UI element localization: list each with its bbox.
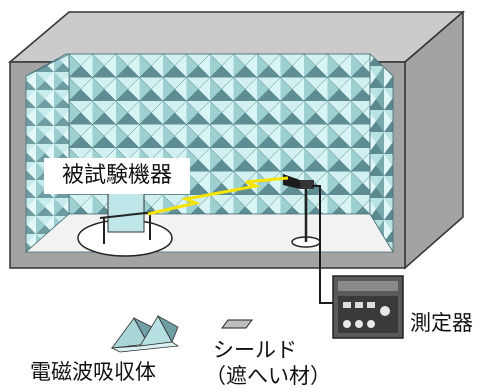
- instrument-screen: [338, 281, 398, 291]
- eut-label: 被試験機器: [44, 158, 190, 194]
- signal-path: [147, 176, 289, 216]
- eut-body: [107, 191, 145, 233]
- absorber-legend-label: 電磁波吸収体: [30, 360, 156, 384]
- shield-legend-label: シールド: [213, 338, 297, 362]
- instrument-button: [355, 302, 363, 308]
- shield-legend-icon: [221, 319, 253, 329]
- instrument-knob: [343, 320, 351, 328]
- table-top: [99, 211, 156, 219]
- instrument-button: [367, 302, 375, 308]
- instrument-knob: [380, 306, 390, 316]
- instrument-knob: [355, 320, 363, 328]
- shield-legend-sublabel: （遮へい材）: [205, 364, 331, 388]
- measuring-instrument-label: 測定器: [410, 311, 473, 335]
- instrument-knob: [367, 320, 375, 328]
- instrument-button: [343, 302, 351, 308]
- antenna-cable: [312, 185, 334, 304]
- antenna-mount: [300, 180, 314, 189]
- absorber-legend-icon: [110, 314, 180, 353]
